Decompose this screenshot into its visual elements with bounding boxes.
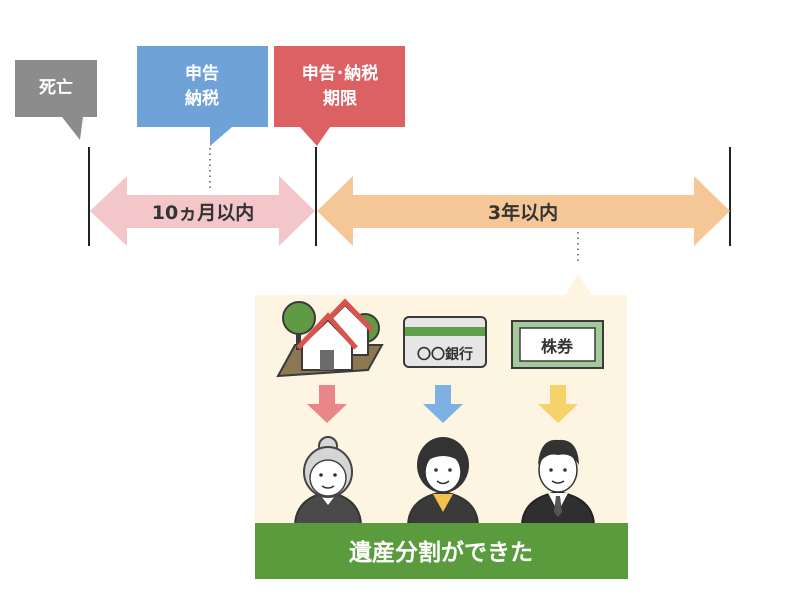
stock-label: 株券 bbox=[541, 337, 574, 356]
death-callout: 死亡 bbox=[15, 60, 97, 140]
down-arrow-blue bbox=[423, 385, 463, 423]
deadline-label-line2: 期限 bbox=[323, 89, 357, 109]
period2-label: 3年以内 bbox=[488, 201, 558, 224]
filing-label-line1: 申告 bbox=[185, 63, 219, 84]
bank-card-label: 〇〇銀行 bbox=[417, 346, 473, 363]
period-arrow-10-months: 10ヵ月以内 bbox=[90, 176, 315, 246]
estate-division-panel: 〇〇銀行 株券 bbox=[255, 274, 628, 579]
period1-label: 10ヵ月以内 bbox=[152, 201, 254, 224]
down-arrow-red bbox=[307, 385, 347, 423]
period-arrow-3-years: 3年以内 bbox=[317, 176, 730, 246]
death-label: 死亡 bbox=[39, 77, 73, 98]
bank-card-icon: 〇〇銀行 bbox=[403, 316, 487, 368]
deadline-callout: 申告･納税 期限 bbox=[274, 46, 405, 146]
result-banner bbox=[255, 523, 628, 579]
woman-avatar bbox=[406, 437, 480, 526]
deadline-label-line1: 申告･納税 bbox=[302, 63, 379, 84]
man-avatar bbox=[520, 439, 596, 526]
down-arrow-yellow bbox=[538, 385, 578, 423]
stock-certificate-icon: 株券 bbox=[511, 320, 604, 369]
result-banner-text: 遺産分割ができた bbox=[349, 539, 533, 566]
filing-label-line2: 納税 bbox=[185, 88, 219, 109]
house-icon bbox=[276, 298, 384, 378]
filing-callout: 申告 納税 bbox=[137, 46, 268, 146]
elderly-woman-avatar bbox=[293, 436, 363, 526]
